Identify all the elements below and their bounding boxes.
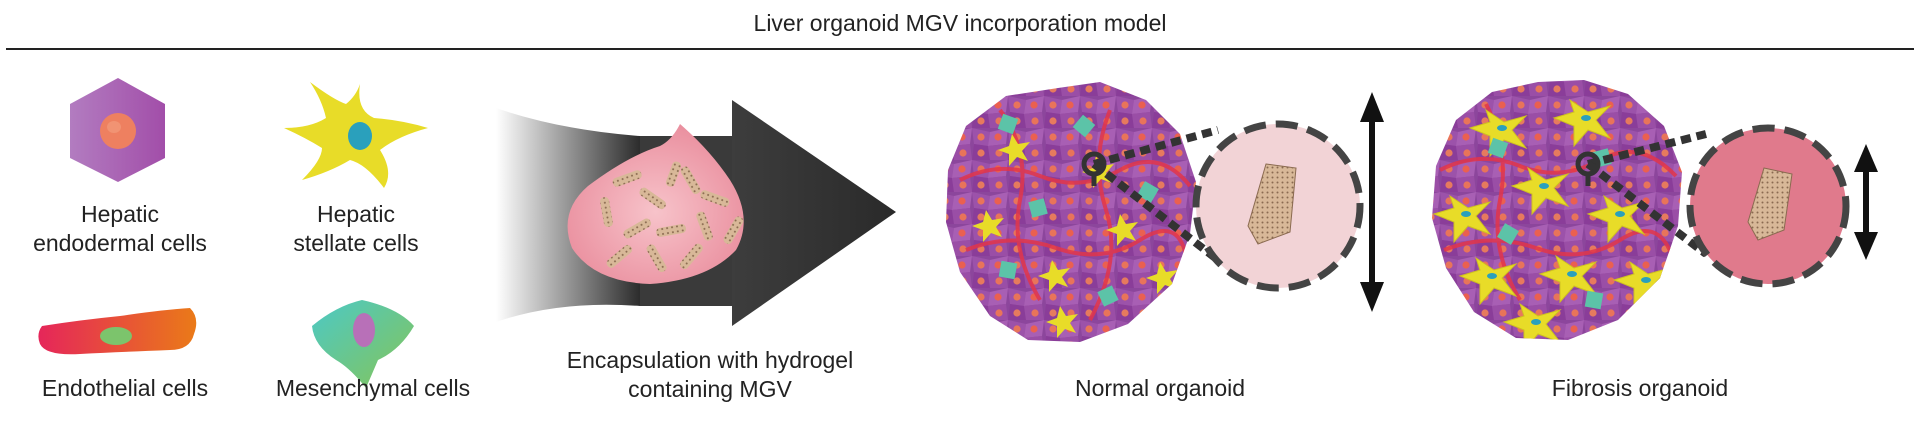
fibrosis-organoid	[1432, 80, 1682, 340]
stellate-nuclei	[1461, 115, 1651, 325]
figure-title: Liver organoid MGV incorporation model	[753, 10, 1167, 36]
label-hepatic-endodermal: Hepatic endodermal cells	[33, 201, 207, 256]
hepatic-stellate-cell-icon	[284, 82, 428, 188]
normal-zoom-callout	[1081, 120, 1364, 292]
normal-organoid	[946, 82, 1196, 342]
label-normal-organoid: Normal organoid	[1074, 375, 1246, 401]
fibrosis-zoom-callout	[1575, 124, 1850, 288]
endothelial-strands	[959, 108, 1192, 321]
normal-size-arrow-icon	[1360, 92, 1384, 312]
label-endothelial: Endothelial cells	[41, 375, 209, 401]
mesenchymal-cells	[997, 113, 1159, 307]
title-divider	[6, 48, 1914, 50]
fibrosis-size-arrow-icon	[1854, 144, 1878, 260]
mgv-particles	[600, 161, 744, 273]
label-hepatic-stellate: Hepatic stellate cells	[293, 201, 419, 256]
location-pin-icon	[1081, 151, 1107, 186]
activated-stellate-cells	[1432, 98, 1672, 340]
mesenchymal-cell-icon	[312, 300, 414, 388]
label-fibrosis-organoid: Fibrosis organoid	[1551, 375, 1729, 401]
mgv-magnified-icon	[1247, 163, 1297, 245]
label-encapsulation: Encapsulation with hydrogel containing M…	[566, 347, 854, 402]
mgv-magnified-icon	[1747, 167, 1793, 241]
hepatic-endodermal-cell-icon	[70, 78, 165, 182]
location-pin-icon	[1575, 151, 1601, 186]
endothelial-cell-icon	[38, 308, 197, 355]
label-mesenchymal: Mesenchymal cells	[275, 375, 471, 401]
